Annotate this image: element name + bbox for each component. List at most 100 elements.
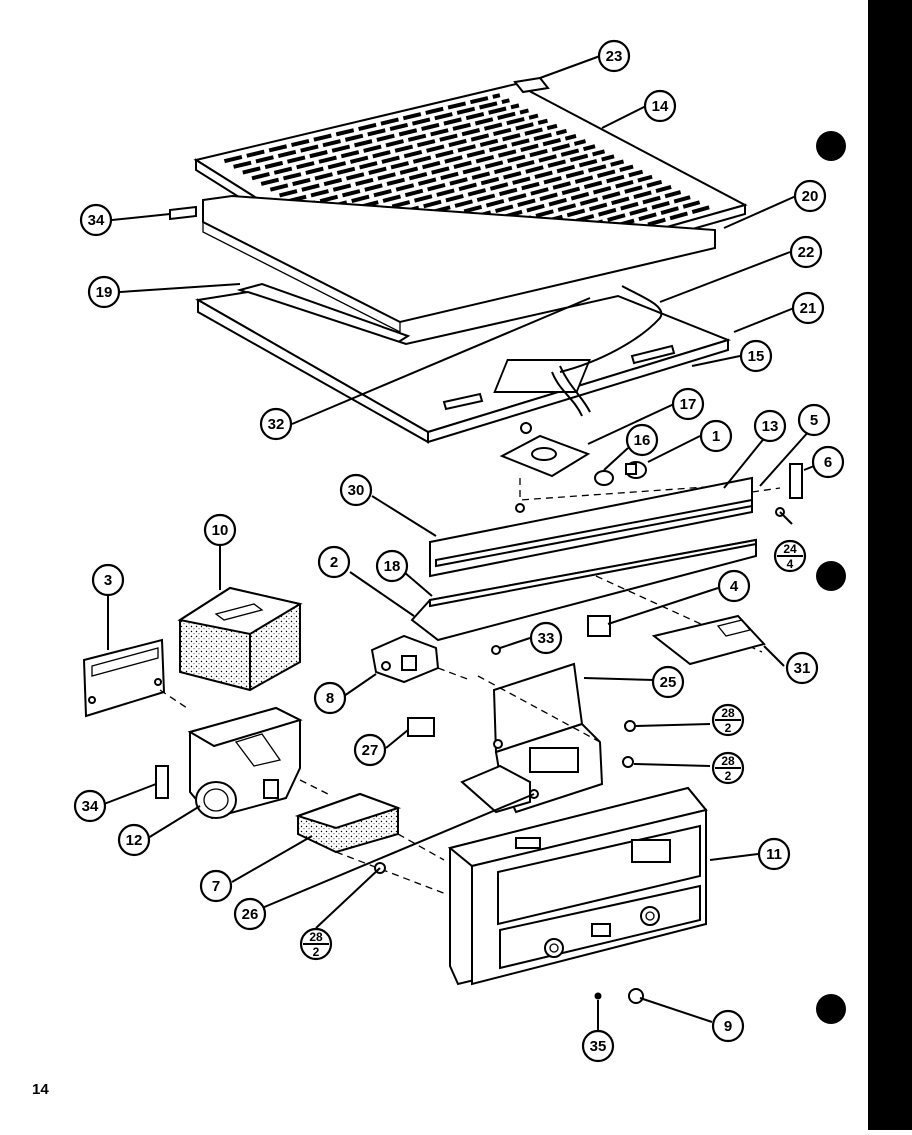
callout-12: 12 [117, 823, 151, 857]
callout-22: 22 [789, 235, 823, 269]
grille-slot [279, 123, 558, 198]
callout-circle [581, 1029, 615, 1063]
diffuser-bar [429, 463, 803, 578]
callout-label: 34 [88, 212, 105, 229]
callout-19: 19 [87, 275, 121, 309]
callout-23: 23 [597, 39, 631, 73]
fraction-top: 28 [721, 706, 735, 720]
callout-label: 4 [730, 578, 739, 595]
callout-circle [789, 235, 823, 269]
callout-3: 3 [91, 563, 125, 597]
callout-circle [203, 513, 237, 547]
callout-7: 7 [199, 869, 233, 903]
callout-label: 23 [606, 48, 623, 65]
callout-circle [233, 897, 267, 931]
callout-circle [317, 545, 351, 579]
callout-8: 8 [313, 681, 347, 715]
callout-18: 18 [375, 549, 409, 583]
callout-label: 9 [724, 1018, 732, 1035]
callout-26: 26 [233, 897, 267, 931]
leader-lines [103, 55, 815, 1034]
callout-circle [791, 291, 825, 325]
callout-circle [811, 445, 845, 479]
callout-label: 5 [810, 412, 818, 429]
callout-9: 9 [711, 1009, 745, 1043]
callout-label: 3 [104, 572, 112, 589]
punch-hole [816, 994, 846, 1024]
fraction-top: 24 [783, 542, 797, 556]
trim-strip [410, 538, 757, 642]
callout-label: 11 [766, 846, 782, 863]
grille-slot [251, 108, 529, 181]
callout-17: 17 [671, 387, 705, 421]
insulation-panel [169, 194, 716, 334]
callout-circle [529, 621, 563, 655]
callout-circle [375, 549, 409, 583]
callout-label: 17 [680, 396, 697, 413]
callout-label: 6 [824, 454, 832, 471]
callout-circle [353, 733, 387, 767]
callout-circle [785, 651, 819, 685]
callout-label: 20 [802, 188, 819, 205]
fraction-top: 28 [309, 930, 323, 944]
grille-slot [297, 134, 577, 209]
control-box-10 [177, 586, 303, 692]
callout-30: 30 [339, 473, 373, 507]
callout-circle [313, 681, 347, 715]
callout-circle [625, 423, 659, 457]
callout-circle [597, 39, 631, 73]
callout-circle [699, 419, 733, 453]
callout-27: 27 [353, 733, 387, 767]
grille-slot [223, 93, 501, 164]
fraction-callout: 244 [773, 539, 807, 573]
fraction-bottom: 2 [725, 769, 732, 783]
page-number: 14 [32, 1081, 49, 1098]
punch-hole [816, 131, 846, 161]
callout-label: 32 [268, 416, 285, 433]
callout-label: 21 [800, 300, 817, 317]
plate-3 [82, 638, 166, 718]
punch-hole [816, 561, 846, 591]
bracket-25 [460, 645, 604, 814]
callout-31: 31 [785, 651, 819, 685]
callout-11: 11 [757, 837, 791, 871]
fraction-callout: 282 [711, 703, 745, 737]
callout-32: 32 [259, 407, 293, 441]
callout-label: 16 [634, 432, 651, 449]
fraction-bottom: 4 [787, 557, 794, 571]
callout-label: 10 [212, 522, 229, 539]
callout-2: 2 [317, 545, 351, 579]
callout-label: 15 [748, 348, 765, 365]
grille-slot [242, 103, 520, 175]
callout-25: 25 [651, 665, 685, 699]
thermostat-housing [155, 706, 303, 820]
fraction-bottom: 2 [725, 721, 732, 735]
callout-circle [757, 837, 791, 871]
fraction-bottom: 2 [313, 945, 320, 959]
bracket-8 [370, 634, 440, 684]
block-7 [294, 792, 402, 854]
callout-label: 7 [212, 878, 220, 895]
callout-circle [793, 179, 827, 213]
callout-label: 33 [538, 630, 555, 647]
callout-label: 22 [798, 244, 815, 261]
callout-label: 14 [652, 98, 669, 115]
callout-label: 30 [348, 482, 365, 499]
callout-label: 26 [242, 906, 259, 923]
switch-and-plate [587, 614, 766, 666]
callout-5: 5 [797, 403, 831, 437]
callout-15: 15 [739, 339, 773, 373]
callout-label: 13 [762, 418, 779, 435]
callout-label: 2 [330, 554, 338, 571]
callout-circle [739, 339, 773, 373]
grille-slot [306, 139, 587, 215]
callout-label: 12 [126, 832, 143, 849]
callout-label: 25 [660, 674, 677, 691]
grille-slot [269, 118, 548, 192]
callout-34: 34 [79, 203, 113, 237]
callout-circle [651, 665, 685, 699]
callout-circle [199, 869, 233, 903]
callout-label: 31 [794, 660, 811, 677]
